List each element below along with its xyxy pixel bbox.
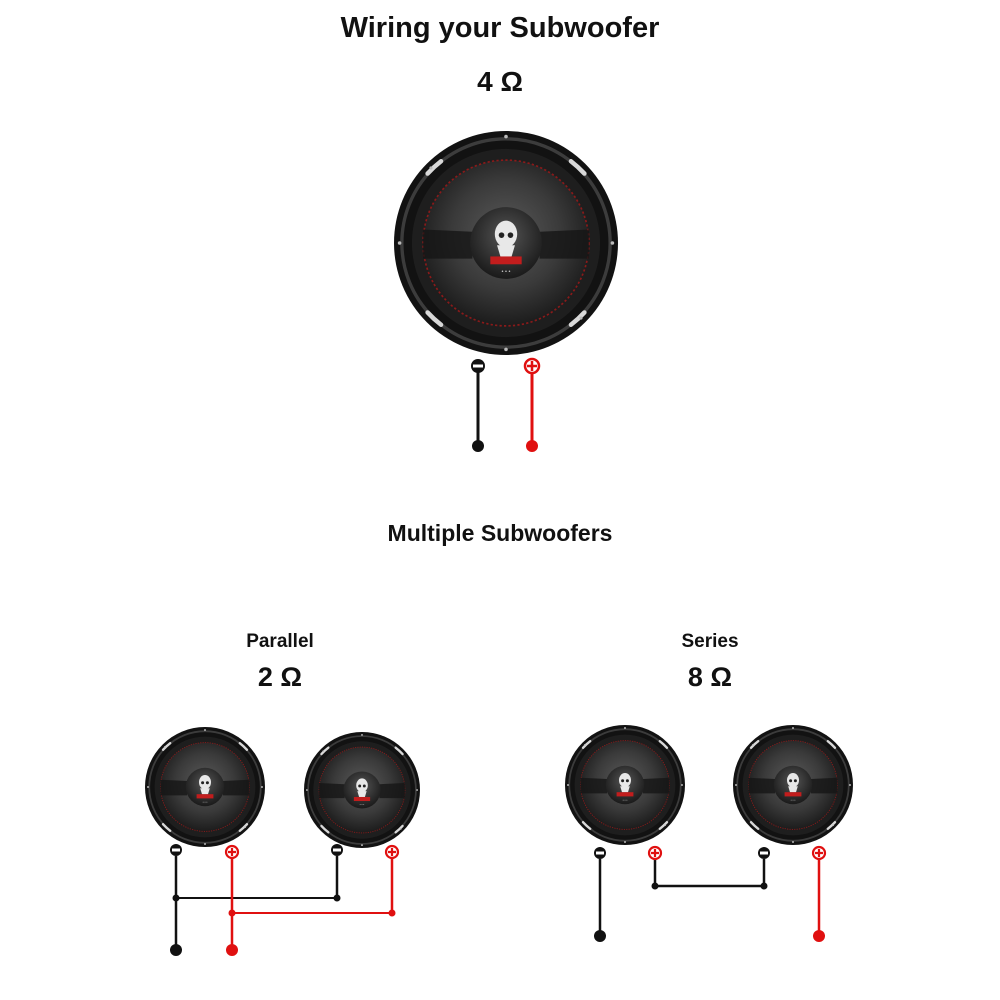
- multiple-subwoofers-heading: Multiple Subwoofers: [387, 520, 613, 546]
- diagram-title: Wiring your Subwoofer: [340, 12, 660, 44]
- series-subwoofer-1: [563, 723, 687, 847]
- series-subwoofer-2: [731, 723, 855, 847]
- parallel-subwoofer-2: [302, 730, 422, 850]
- main-subwoofer: [394, 131, 618, 355]
- parallel-wiring: [170, 844, 400, 956]
- main-wiring: [471, 357, 541, 452]
- parallel-subwoofer-1: [143, 725, 267, 849]
- series-impedance: 8 Ω: [687, 662, 733, 692]
- single-impedance-label: 4 Ω: [477, 66, 523, 97]
- series-label: Series: [681, 631, 739, 652]
- series-wiring: [594, 845, 827, 942]
- parallel-label: Parallel: [246, 631, 314, 652]
- parallel-impedance: 2 Ω: [257, 662, 303, 692]
